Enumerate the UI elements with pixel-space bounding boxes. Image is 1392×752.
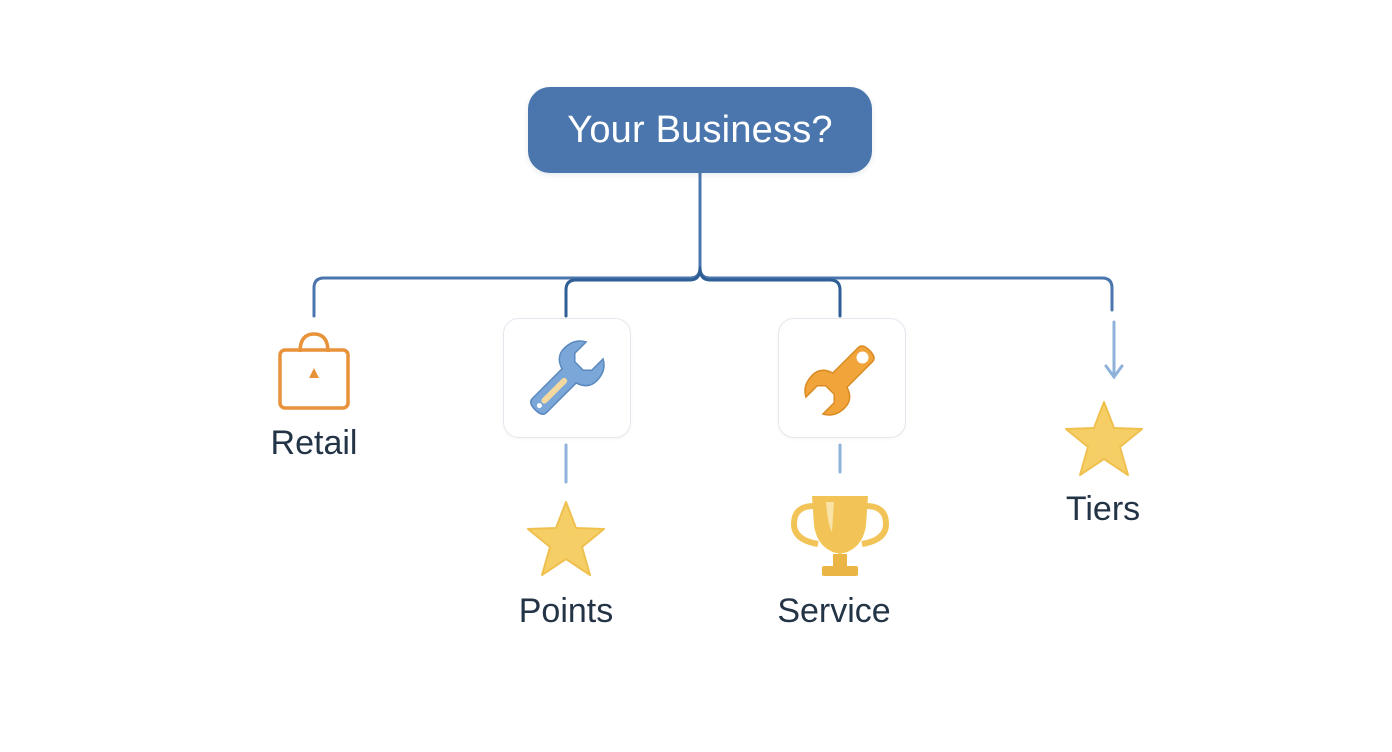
shopping-bag-icon xyxy=(278,332,350,410)
outcome-label-tiers: Tiers xyxy=(1065,490,1141,528)
root-node: Your Business? xyxy=(528,87,872,173)
branch-tile-left xyxy=(503,318,631,438)
trunk-line xyxy=(312,171,702,318)
wrench-icon xyxy=(804,345,875,416)
star-icon xyxy=(527,501,605,576)
outcome-label-points: Points xyxy=(518,592,614,630)
branch-tile-right xyxy=(778,318,906,438)
branch-label-retail: Retail xyxy=(270,424,358,462)
trophy-icon xyxy=(790,496,890,576)
arrow-down-icon xyxy=(1104,364,1124,380)
trunk-right xyxy=(698,266,1114,312)
outcome-label-service: Service xyxy=(777,592,891,630)
wrench-icon xyxy=(530,340,605,415)
branch-line-wrench-right xyxy=(698,266,842,318)
branch-line-wrench-left xyxy=(564,266,702,318)
root-label: Your Business? xyxy=(567,108,833,151)
star-icon xyxy=(1065,401,1143,476)
